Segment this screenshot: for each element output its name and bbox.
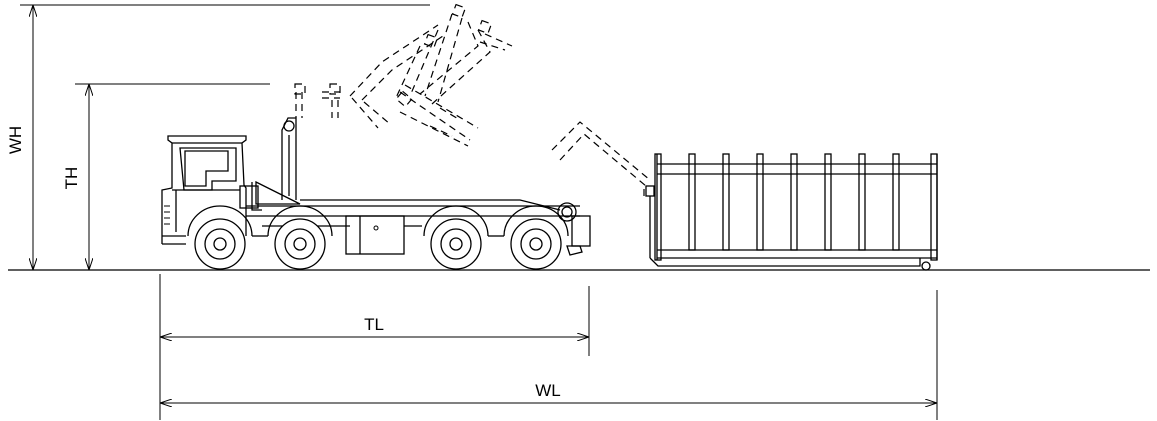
hooklift-truck bbox=[161, 117, 591, 270]
truck-cab bbox=[161, 135, 259, 245]
wl-label: WL bbox=[535, 381, 561, 400]
hook-arm bbox=[251, 117, 301, 211]
dimension-wh: WH bbox=[6, 4, 430, 270]
tl-label: TL bbox=[364, 315, 384, 334]
dimension-tl: TL bbox=[159, 274, 590, 420]
dimension-th: TH bbox=[62, 83, 270, 270]
truck-wheels bbox=[187, 205, 569, 270]
th-label: TH bbox=[62, 167, 81, 190]
hook-arm-motion-trace bbox=[294, 3, 651, 196]
roll-off-container bbox=[645, 153, 938, 271]
dimension-wl: WL bbox=[160, 290, 938, 420]
wh-label: WH bbox=[6, 126, 25, 154]
